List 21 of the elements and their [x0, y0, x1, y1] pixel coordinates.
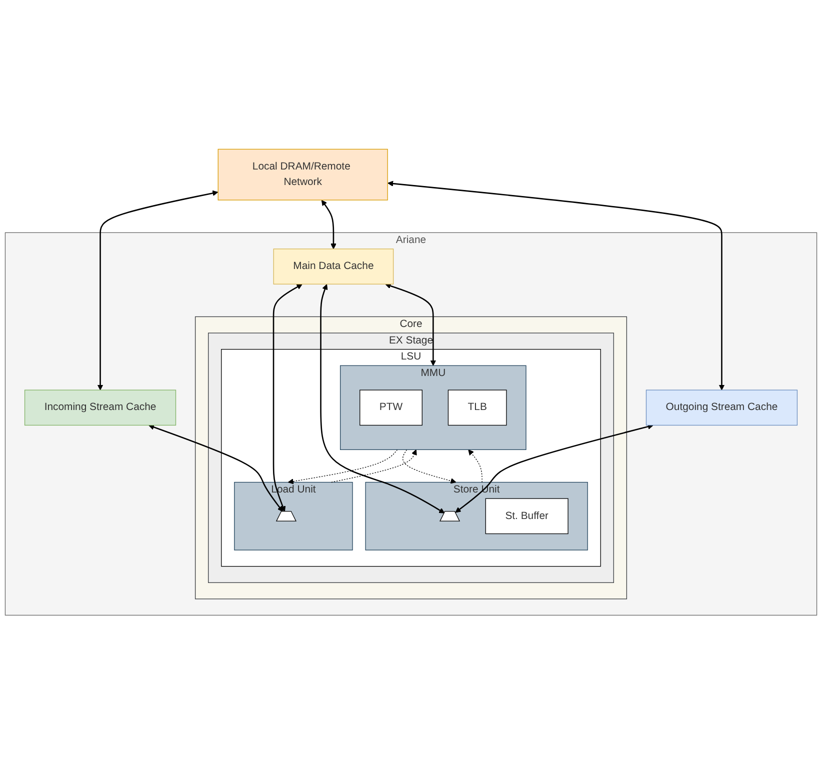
node-box: Main Data Cache [273, 248, 394, 284]
arrow [148, 424, 284, 512]
node-box: Local DRAM/Remote Network [218, 148, 388, 200]
arrow [385, 282, 436, 366]
node-box: PTW [360, 390, 422, 426]
arrow [331, 449, 417, 482]
arrow [320, 284, 445, 514]
node-trapezoid [439, 510, 460, 522]
node-box: Outgoing Stream Cache [646, 390, 798, 426]
arrow [402, 449, 456, 484]
node-trapezoid [276, 510, 297, 522]
arrow [388, 180, 725, 390]
arrow [468, 449, 482, 482]
arrow [455, 424, 654, 513]
node-box: Incoming Stream Cache [24, 390, 176, 426]
arrow [272, 284, 302, 512]
arrow [321, 200, 336, 249]
node-box: TLB [448, 390, 507, 426]
node-box: St. Buffer [485, 498, 568, 534]
arrow [97, 190, 218, 390]
arrow [288, 449, 398, 484]
